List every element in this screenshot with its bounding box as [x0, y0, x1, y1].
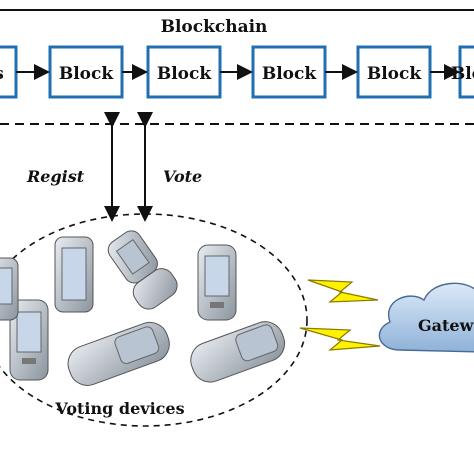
vote-label: Vote	[163, 167, 202, 186]
block-3	[251, 45, 327, 99]
flip-phone-icon	[107, 230, 178, 310]
mobile-phone-icon	[197, 244, 237, 321]
gateway-label: Gatew	[418, 316, 474, 335]
block-label: Block	[451, 64, 474, 84]
block-chain-row	[0, 45, 474, 99]
mobile-phone-icon	[0, 257, 19, 321]
block-label: Block	[367, 64, 423, 84]
block-label: Block	[262, 64, 318, 84]
block-1	[48, 45, 124, 99]
regist-label: Regist	[26, 167, 85, 186]
block-label: Block	[157, 64, 213, 84]
block-2	[146, 45, 222, 99]
lightning-icon	[299, 327, 381, 351]
blockchain-title: Blockchain	[161, 17, 268, 37]
device-group-ellipse	[0, 213, 308, 427]
mobile-phone-icon	[9, 299, 49, 381]
block-label: Block	[59, 64, 115, 84]
double-arrow-icon	[104, 112, 153, 222]
block-label: s	[0, 64, 4, 84]
mobile-phone-icon	[54, 236, 94, 313]
block-5	[458, 45, 474, 99]
block-4	[356, 45, 432, 99]
cloud-icon	[378, 282, 474, 353]
flip-phone-icon	[190, 321, 286, 383]
lightning-icon	[307, 279, 379, 303]
voting-devices-label: Voting devices	[54, 399, 184, 418]
flip-phone-icon	[67, 321, 170, 386]
